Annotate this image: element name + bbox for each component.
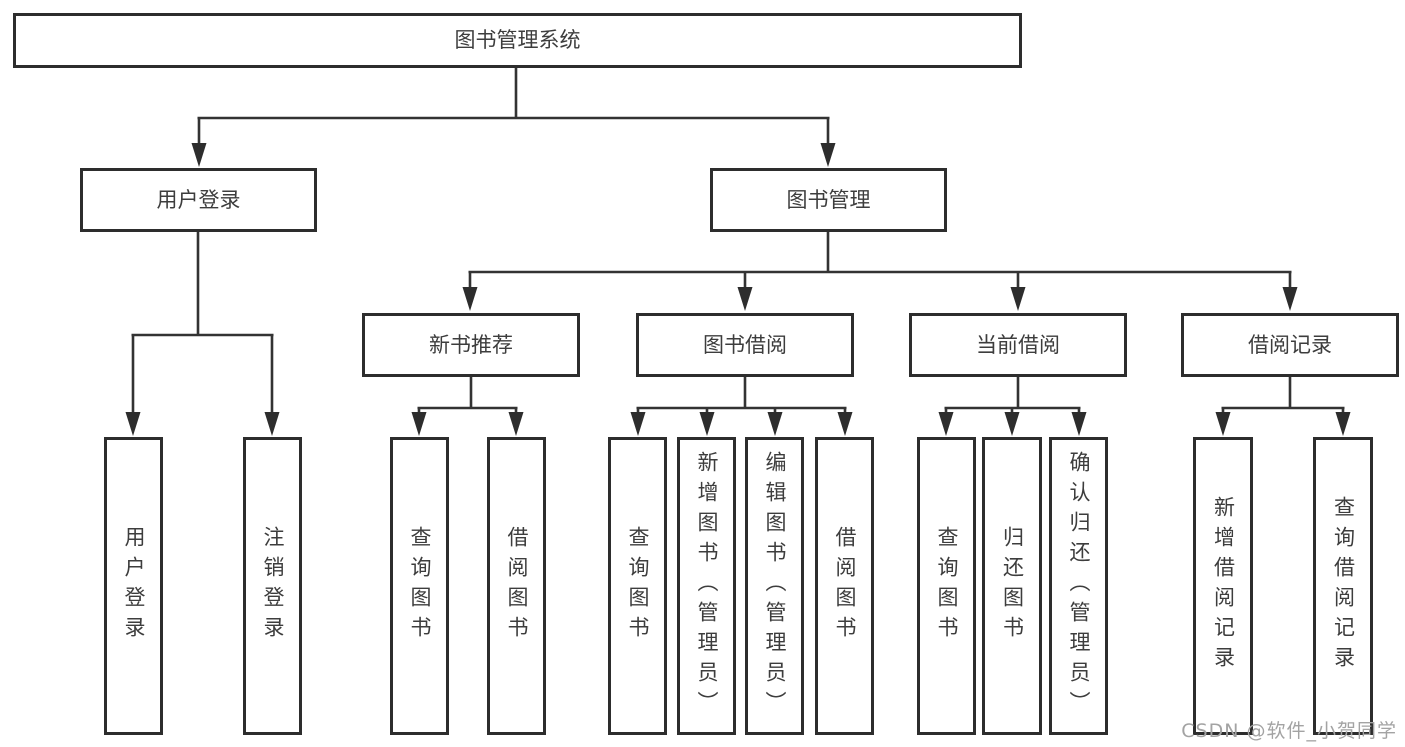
leaf-label: 借阅图书 <box>505 526 529 646</box>
node-label: 图书管理 <box>786 187 871 212</box>
connector-root-to-level2 <box>191 68 836 167</box>
leaf-label: 借阅图书 <box>833 526 857 646</box>
connector-borrowing-to-leaves <box>630 377 853 436</box>
node-new-book-recommend: 新书推荐 <box>362 313 580 377</box>
node-root-label: 图书管理系统 <box>454 28 581 52</box>
node-current-borrowing: 当前借阅 <box>909 313 1127 377</box>
leaf-label: 新增借阅记录 <box>1211 496 1236 676</box>
leaf-label: 确认归还（管理员） <box>1067 451 1091 721</box>
leaf-edit-books-admin: 编辑图书（管理员） <box>745 437 804 735</box>
leaf-query-books-3: 查询图书 <box>917 437 976 735</box>
leaf-label: 查询图书 <box>935 526 959 646</box>
csdn-watermark: CSDN @软件_小贺同学 <box>1181 720 1397 742</box>
node-label: 新书推荐 <box>429 332 513 357</box>
connector-bookmgmt-to-level3 <box>462 232 1298 311</box>
node-label: 当前借阅 <box>976 332 1060 357</box>
leaf-label: 编辑图书（管理员） <box>763 451 787 721</box>
leaf-query-books-2: 查询图书 <box>608 437 667 735</box>
leaf-borrow-books-2: 借阅图书 <box>815 437 874 735</box>
connector-newbooks-to-leaves <box>411 377 524 436</box>
leaf-label: 用户登录 <box>122 526 146 646</box>
leaf-label: 注销登录 <box>261 526 285 646</box>
leaf-confirm-return-admin: 确认归还（管理员） <box>1049 437 1108 735</box>
node-borrowing-records: 借阅记录 <box>1181 313 1399 377</box>
leaf-borrow-books-1: 借阅图书 <box>487 437 546 735</box>
leaf-label: 查询借阅记录 <box>1331 496 1356 676</box>
node-label: 图书借阅 <box>703 332 787 357</box>
leaf-label: 归还图书 <box>1000 526 1025 646</box>
node-book-borrowing: 图书借阅 <box>636 313 854 377</box>
connector-userlogin-to-leaves <box>125 232 280 436</box>
leaf-query-borrow-record: 查询借阅记录 <box>1313 437 1373 735</box>
connector-records-to-leaves <box>1215 377 1351 436</box>
leaf-label: 新增图书（管理员） <box>695 451 719 721</box>
connector-current-to-leaves <box>938 377 1087 436</box>
leaf-query-books-1: 查询图书 <box>390 437 449 735</box>
node-label: 用户登录 <box>156 187 241 212</box>
node-user-login: 用户登录 <box>80 168 317 232</box>
leaf-add-borrow-record: 新增借阅记录 <box>1193 437 1253 735</box>
leaf-add-books-admin: 新增图书（管理员） <box>677 437 736 735</box>
leaf-return-books: 归还图书 <box>982 437 1042 735</box>
leaf-label: 查询图书 <box>626 526 650 646</box>
node-root: 图书管理系统 <box>13 13 1022 68</box>
leaf-label: 查询图书 <box>408 526 432 646</box>
node-book-management: 图书管理 <box>710 168 947 232</box>
leaf-logout: 注销登录 <box>243 437 302 735</box>
node-label: 借阅记录 <box>1248 332 1332 357</box>
leaf-user-login: 用户登录 <box>104 437 163 735</box>
